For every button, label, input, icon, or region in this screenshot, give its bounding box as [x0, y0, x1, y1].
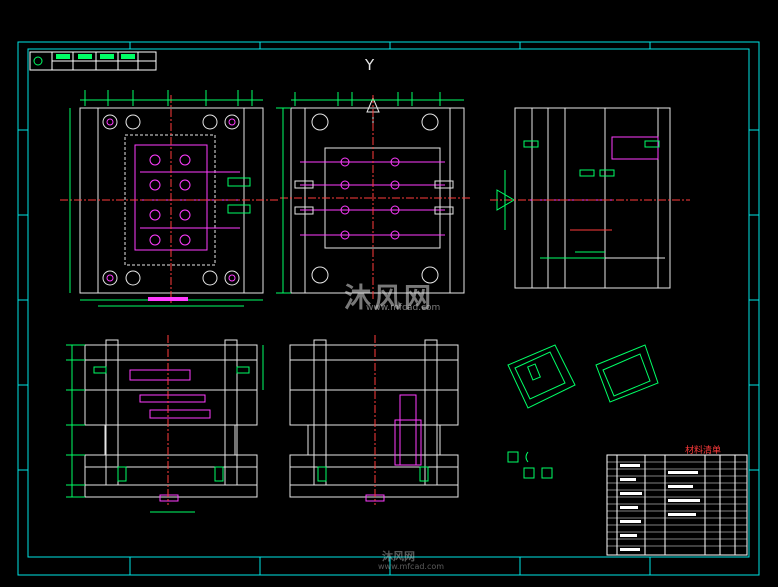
plan-view-fixed-half	[276, 92, 470, 300]
inner-frame	[27, 48, 750, 558]
side-section-view	[490, 107, 690, 289]
watermark-bottom-url: www.mfcad.com	[378, 562, 445, 571]
plan-view-moving-half	[60, 90, 280, 307]
side-section-view-lower	[289, 335, 459, 505]
bom-title: 材料清单	[685, 446, 722, 456]
front-section-view	[66, 335, 264, 513]
watermark-bottom-text: 沐风网	[382, 550, 415, 563]
outer-frame	[17, 41, 760, 576]
watermark-logo-text: 沐风网	[344, 283, 434, 314]
isometric-parts	[507, 344, 659, 479]
watermark-url: www.mfcad.com	[366, 303, 441, 313]
zone-ticks	[18, 42, 759, 575]
projection-symbol-table	[29, 51, 157, 71]
view-marker-label: Y	[365, 56, 375, 74]
bill-of-materials-table	[606, 454, 748, 556]
